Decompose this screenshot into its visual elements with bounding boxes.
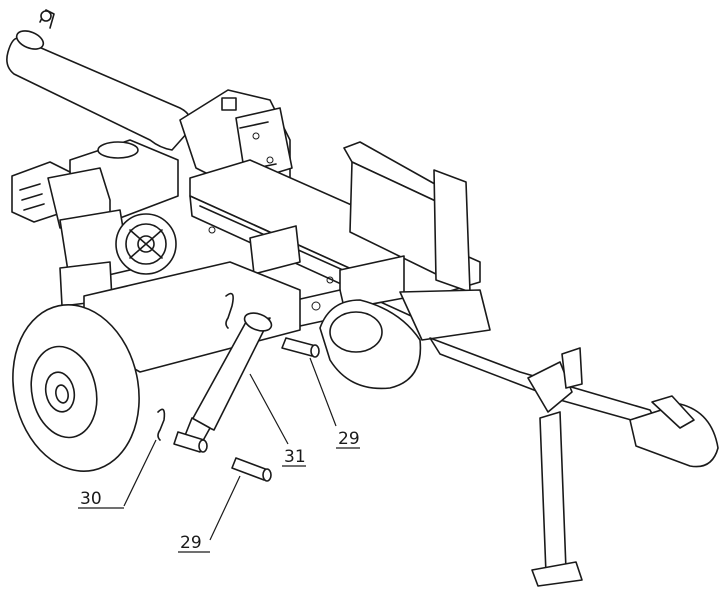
leader-lines	[123, 357, 337, 541]
pin-part-29-lower	[231, 457, 272, 482]
wedge	[343, 141, 471, 293]
leader-29-upper	[309, 357, 337, 427]
callout-31: 31	[284, 447, 306, 467]
support-leg	[531, 411, 583, 587]
callout-30: 30	[80, 489, 102, 509]
right-wheel	[319, 299, 422, 390]
left-wheel	[12, 304, 140, 472]
hydraulic-cylinder	[6, 9, 192, 151]
pin-part-29-upper	[281, 337, 320, 358]
callout-labels: 29 31 30 29	[78, 429, 360, 553]
tow-bar	[429, 337, 661, 429]
pin-part-29-middle	[173, 431, 208, 453]
engine	[11, 139, 179, 307]
callout-29-upper: 29	[338, 429, 360, 449]
leader-31	[249, 373, 289, 445]
leader-29-lower	[209, 475, 241, 541]
callout-29-lower: 29	[180, 533, 202, 553]
hitch-coupler	[629, 395, 719, 468]
leader-30	[123, 439, 157, 507]
r-clip-part-30-lower	[157, 408, 166, 441]
r-clip-upper	[225, 292, 234, 329]
